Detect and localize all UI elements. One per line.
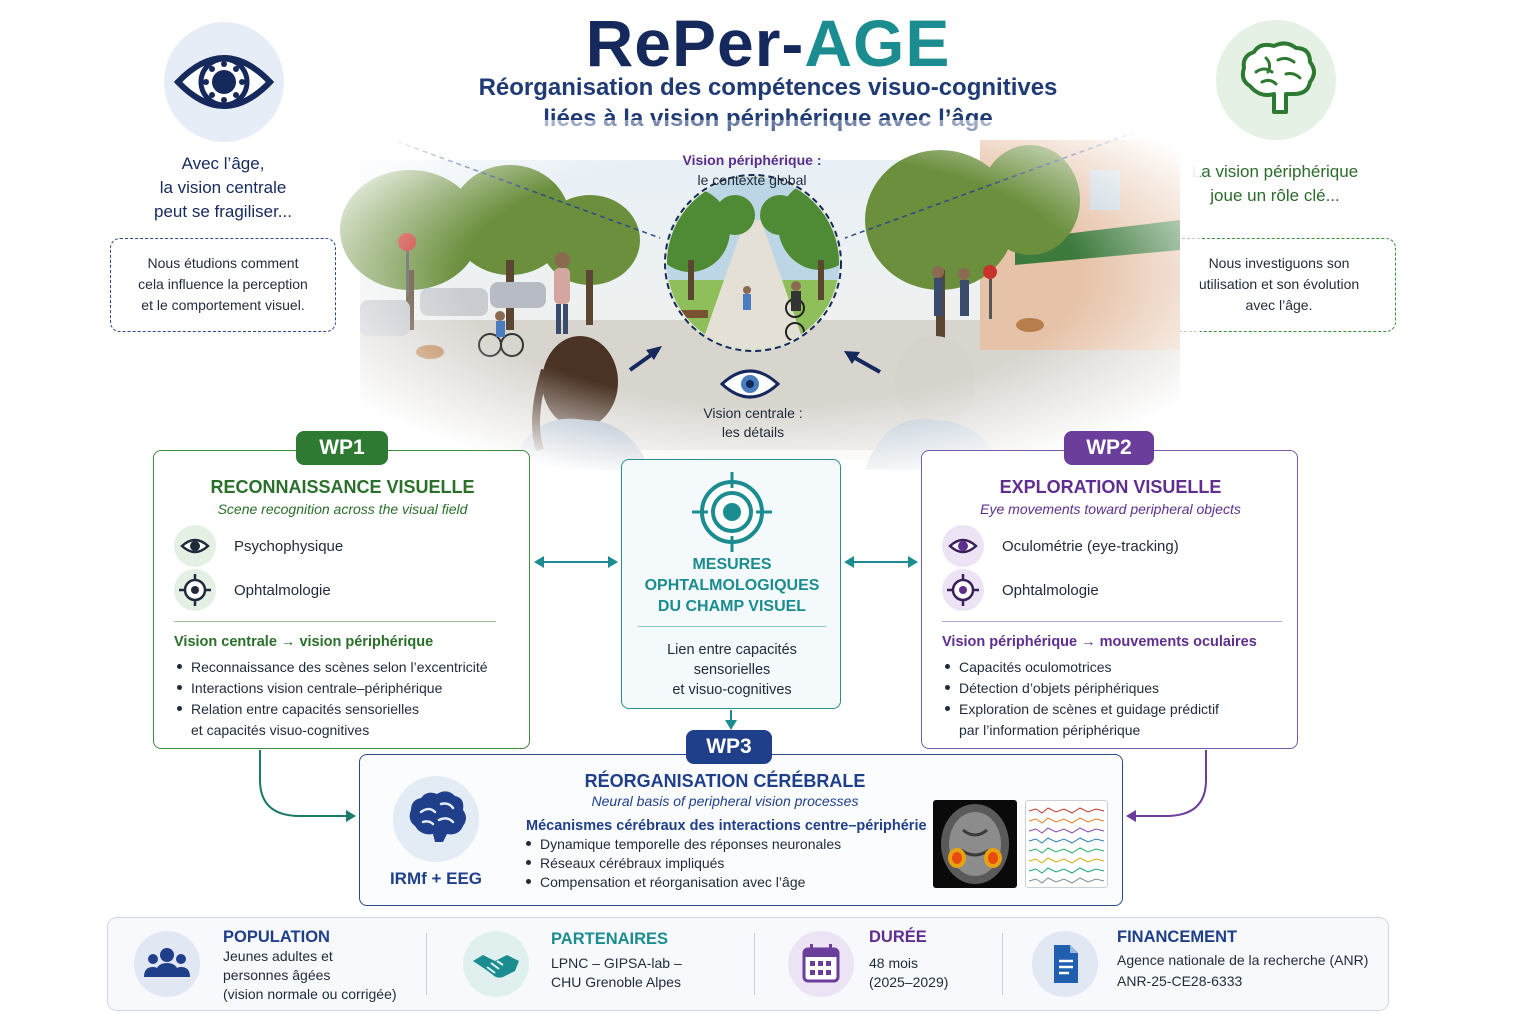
wp3-axis: Mécanismes cérébraux des interactions ce… [526,818,927,834]
brain-icon [1240,41,1316,114]
street-scene-illustration [340,120,1200,470]
wp2-tag: WP2 [1064,431,1154,465]
bottom-divider [1002,933,1003,995]
funding-title: FINANCEMENT [1117,928,1238,946]
target-icon [179,574,211,606]
wp1-axis: Vision centrale → vision périphérique [174,634,434,650]
left-intro-text: Avec l’âge, la vision centrale peut se f… [154,154,292,221]
wp1-method-ophthalmology: Ophtalmologie [234,582,331,599]
wp1-divider [174,621,496,622]
wp1-method-psychophysics: Psychophysique [234,538,344,555]
people-icon [144,948,190,977]
population-badge [134,931,200,997]
wp1-title: RECONNAISSANCE VISUELLE [210,477,475,497]
wp2-divider [942,621,1282,622]
eye-badge [164,22,284,142]
central-eye-icon [719,369,781,399]
wp3-subtitle: Neural basis of peripheral vision proces… [591,793,859,809]
wp2-ophthalmology-badge [942,569,984,611]
partners-title: PARTENAIRES [551,930,669,948]
fmri-scan-image [933,800,1017,888]
partners-badge [463,931,529,997]
visual-field-measures-card: MESURES OPHTALMOLOGIQUES DU CHAMP VISUEL… [621,459,841,709]
wp1-bullet-list: Reconnaissance des scènes selon l’excent… [177,657,527,741]
duration-text: 48 mois (2025–2029) [869,955,949,990]
wp2-title: EXPLORATION VISUELLE [999,477,1222,497]
duration-badge [788,931,854,997]
funding-text: Agence nationale de la recherche (ANR) A… [1117,952,1369,989]
wp1-subtitle: Scene recognition across the visual fiel… [217,501,468,517]
left-info-box: Nous étudions comment cela influence la … [110,238,336,332]
document-icon [1054,945,1078,983]
wp2-eyetracking-badge [942,525,984,567]
visual-field-measures-title: MESURES OPHTALMOLOGIQUES DU CHAMP VISUEL [644,556,820,615]
wp3-method-label: IRMf + EEG [389,869,483,888]
eye-icon [173,55,275,109]
wp2-axis: Vision périphérique → mouvements oculair… [942,634,1257,650]
project-info-bar: POPULATION Jeunes adultes et personnes â… [107,917,1389,1011]
visual-field-measures-text: Lien entre capacités sensorielles et vis… [667,642,797,698]
target-icon [692,472,772,552]
duration-title: DURÉE [869,928,927,946]
wp2-method-eyetracking: Oculométrie (eye-tracking) [1002,538,1179,555]
page-title: RePer-AGE [585,6,951,80]
wp3-title: RÉORGANISATION CÉRÉBRALE [584,771,866,791]
handshake-icon [473,955,519,978]
wp1-card: RECONNAISSANCE VISUELLE Scene recognitio… [153,450,530,749]
partners-text: LPNC – GIPSA-lab – CHU Grenoble Alpes [551,955,682,990]
brain-icon [409,791,466,842]
wp2-method-ophthalmology: Ophtalmologie [1002,582,1099,599]
right-info-box: Nous investiguons son utilisation et son… [1162,238,1396,332]
peripheral-vision-label: Vision périphérique : le contexte global [682,152,822,188]
mid-divider [638,626,826,627]
population-title: POPULATION [223,928,330,946]
calendar-icon [802,944,840,983]
wp3-brain-badge [393,776,479,862]
eye-icon [180,538,210,554]
brain-badge [1216,20,1336,140]
wp1-psychophysics-badge [174,525,216,567]
eye-icon [948,538,978,554]
wp2-subtitle: Eye movements toward peripheral objects [980,501,1241,517]
wp1-tag: WP1 [296,431,388,465]
bottom-divider [426,933,427,995]
central-vision-label: Vision centrale : les détails [703,405,803,440]
wp1-ophthalmology-badge [174,569,216,611]
funding-badge [1032,931,1098,997]
eeg-traces-image [1025,800,1108,888]
wp2-bullet-list: Capacités oculomotrices Détection d’obje… [945,657,1295,741]
population-text: Jeunes adultes et personnes âgées (visio… [223,948,397,1002]
bottom-divider [754,933,755,995]
target-icon [947,574,979,606]
wp3-tag: WP3 [686,730,772,764]
wp3-bullet-list: Dynamique temporelle des réponses neuron… [526,835,926,892]
right-intro-text: La vision périphérique joue un rôle clé.… [1191,162,1359,205]
wp2-card: EXPLORATION VISUELLE Eye movements towar… [921,450,1298,749]
